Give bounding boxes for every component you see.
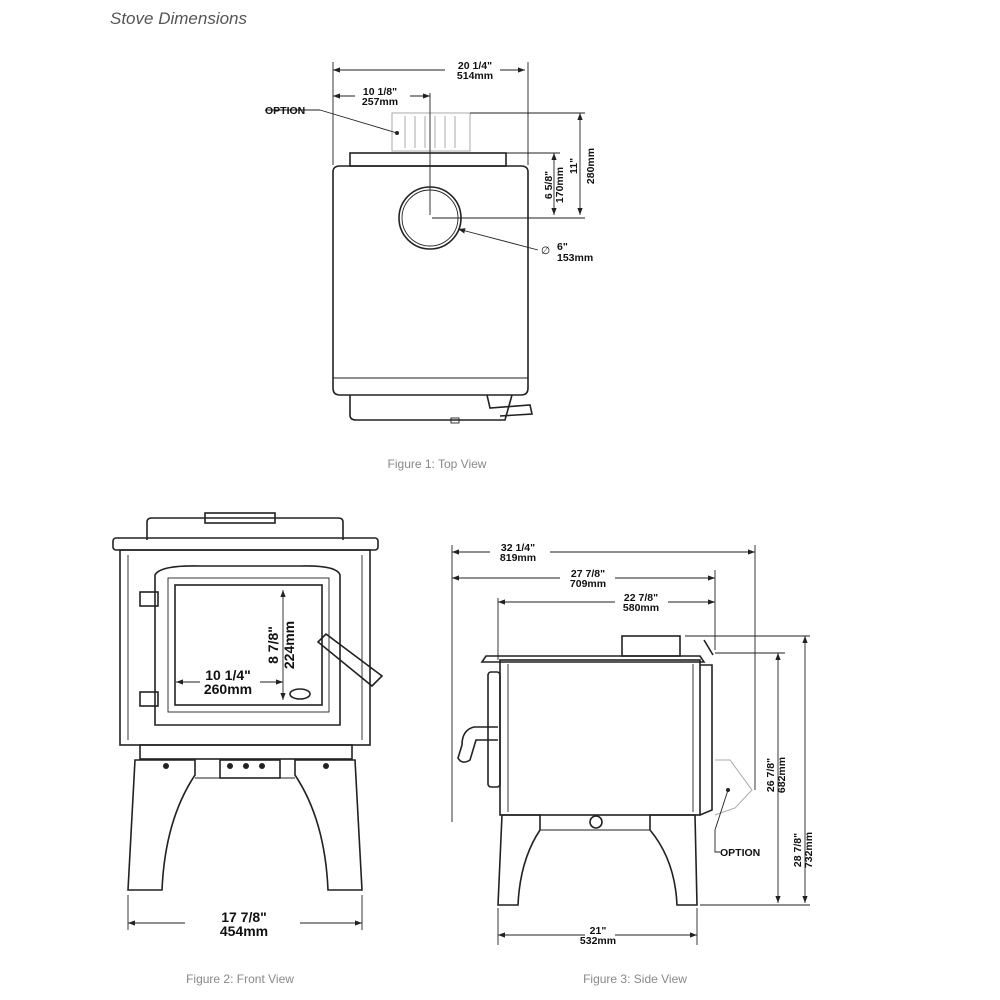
top-option-label: OPTION [265,105,305,117]
side-depth2-in: 22 7/8" [624,592,658,604]
ash-lip [139,744,353,760]
side-height1-in: 26 7/8" [765,758,777,792]
side-leg-front [649,814,698,906]
top-handle [486,394,533,417]
option-grille [391,112,471,152]
front-width-in: 17 7/8" [221,909,267,925]
side-depth2-mm: 580mm [623,602,659,614]
front-top-trim [112,537,379,551]
flue-diameter-mm: 153mm [557,252,593,264]
figure-1-caption: Figure 1: Top View [387,457,487,471]
flue-offset-mm: 257mm [362,96,398,108]
top-plate [349,152,507,167]
front-leg-right [294,759,363,891]
figure-2-caption: Figure 2: Front View [186,972,294,986]
side-legs-mm: 532mm [580,935,616,947]
side-option-shield [714,759,753,816]
glass-width-in: 10 1/4" [205,667,251,683]
front-body [119,549,371,746]
hinge-top [139,591,159,607]
front-leg-left [127,759,196,891]
ash-pan [349,394,513,421]
side-body [499,659,701,816]
figure-3-caption: Figure 3: Side View [583,972,687,986]
side-view [451,545,810,945]
side-top-plate [480,655,706,663]
top-width-in: 20 1/4" [458,60,492,72]
glass-height-mm: 224mm [281,621,297,669]
side-option-label: OPTION [720,847,760,859]
flue-depth-mm: 170mm [554,167,566,203]
side-legs-in: 21" [590,925,607,937]
side-overall-mm: 819mm [500,552,536,564]
side-height2-mm: 732mm [803,832,815,868]
flue-depth-in: 6 5/8" [543,171,555,199]
door [154,565,341,726]
flue-offset-in: 10 1/8" [363,86,397,98]
glass-height-in: 8 7/8" [265,626,281,664]
side-flue-box [621,635,681,657]
door-handle [316,632,384,688]
side-overall-in: 32 1/4" [501,542,535,554]
page-title: Stove Dimensions [110,9,248,28]
diameter-symbol: ∅ [541,245,550,257]
grille-slats [404,116,456,148]
top-width-mm: 514mm [457,70,493,82]
top-depth-mm: 280mm [585,148,597,184]
glass-width-mm: 260mm [204,681,252,697]
side-depth1-mm: 709mm [570,578,606,590]
side-height1-mm: 682mm [776,757,788,793]
side-handle [457,726,498,763]
stove-body-top [332,165,529,396]
side-door-edge [487,671,501,788]
front-view [112,512,384,930]
top-depth-in: 11" [568,158,580,174]
top-view [265,62,585,424]
side-leg-rear [497,814,541,906]
side-height2-in: 28 7/8" [792,833,804,867]
hinge-bottom [139,691,159,707]
front-width-mm: 454mm [220,923,268,939]
flue-diameter-in: 6" [557,241,568,253]
side-depth1-in: 27 7/8" [571,568,605,580]
